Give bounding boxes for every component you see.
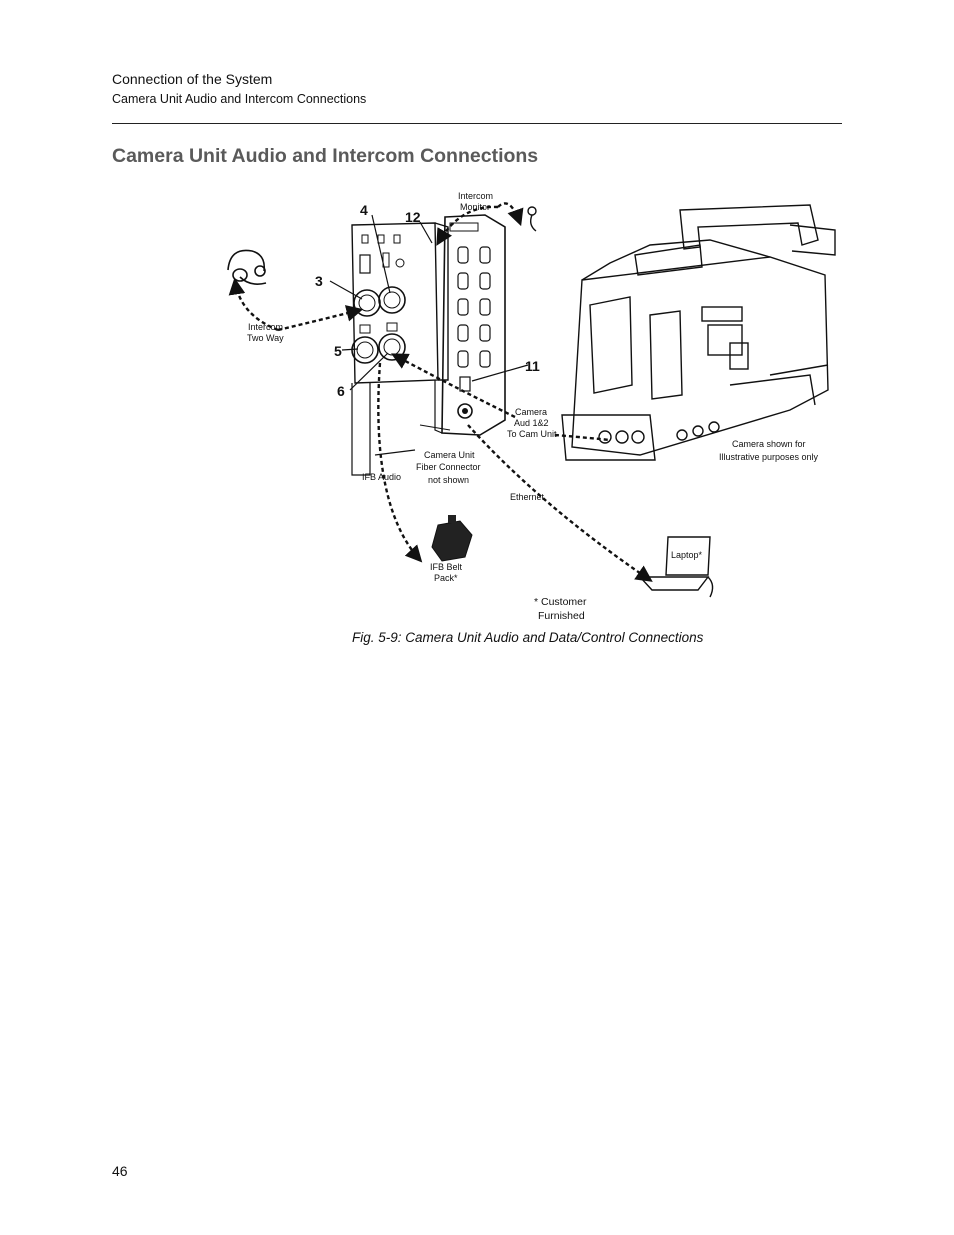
connection-diagram: 3 4 12 5 6 11 [210, 185, 850, 630]
ifb-belt-pack-icon [431, 515, 473, 562]
label-camera-note-2: Illustrative purposes only [719, 452, 819, 462]
camera-unit-panel [351, 222, 449, 476]
label-ifb-belt-1: IFB Belt [430, 562, 463, 572]
running-header-chapter: Connection of the System [112, 71, 273, 87]
label-customer-2: Furnished [538, 610, 585, 622]
section-title: Camera Unit Audio and Intercom Connectio… [112, 145, 539, 167]
page-number: 46 [112, 1163, 128, 1179]
label-ifb-belt-2: Pack* [434, 573, 458, 583]
figure-caption: Fig. 5-9: Camera Unit Audio and Data/Con… [352, 630, 704, 645]
label-ethernet: Ethernet [510, 492, 545, 502]
label-camera-aud-2: Aud 1&2 [514, 418, 549, 428]
label-camera-aud-1: Camera [515, 407, 547, 417]
callout-4: 4 [360, 202, 368, 218]
label-intercom-two-way-2: Two Way [247, 333, 284, 343]
label-camera-aud-3: To Cam Unit [507, 429, 557, 439]
callout-5: 5 [334, 343, 342, 359]
callout-3: 3 [315, 273, 323, 289]
header-rule [112, 123, 842, 124]
laptop-icon [638, 536, 714, 598]
diagram-svg: 3 4 12 5 6 11 [227, 191, 836, 622]
label-intercom-two-way-1: Intercom [248, 322, 283, 332]
callout-leaders [329, 214, 529, 456]
callout-11: 11 [525, 358, 540, 374]
label-fiber-3: not shown [428, 475, 469, 485]
callout-6: 6 [337, 383, 345, 399]
callout-12: 12 [405, 209, 421, 225]
label-intercom-monitor-1: Intercom [458, 191, 493, 201]
running-header-section: Camera Unit Audio and Intercom Connectio… [112, 92, 367, 106]
label-customer-1: * Customer [534, 596, 587, 608]
fiber-adapter [419, 214, 506, 436]
earpiece-icon [527, 206, 537, 232]
label-ifb-audio: IFB Audio [362, 472, 401, 482]
camcorder-illustration [561, 204, 836, 461]
headset-icon [227, 249, 267, 285]
label-laptop: Laptop* [671, 550, 703, 560]
label-camera-note-1: Camera shown for [732, 439, 806, 449]
dashed-connections [228, 202, 653, 582]
label-fiber-1: Camera Unit [424, 450, 475, 460]
label-fiber-2: Fiber Connector [416, 462, 481, 472]
label-intercom-monitor-2: Monitor [460, 202, 490, 212]
